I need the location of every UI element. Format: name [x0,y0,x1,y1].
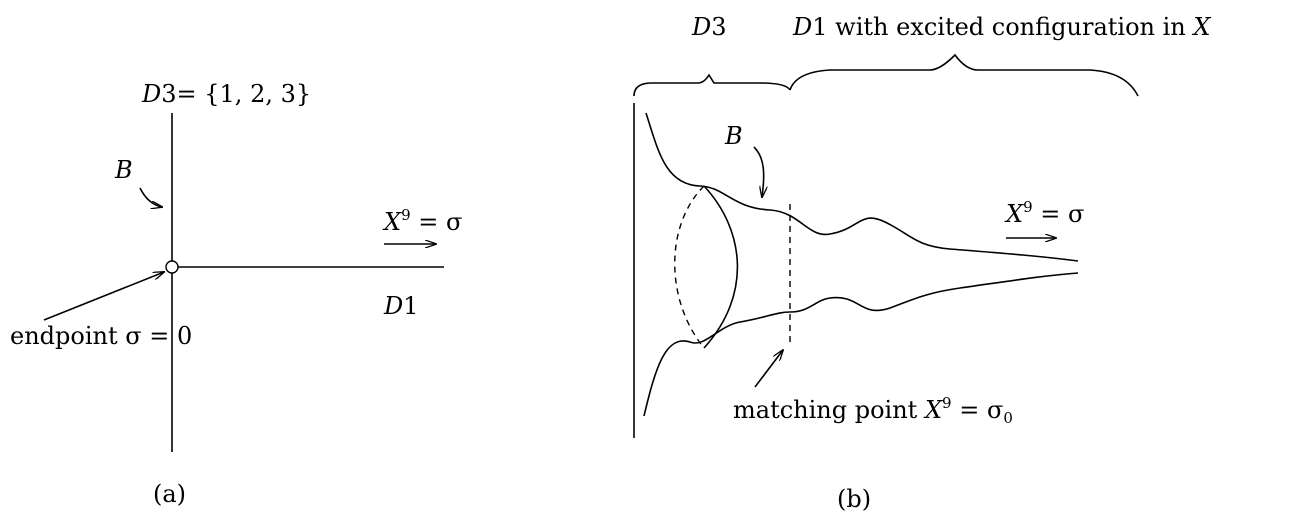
d3-brane-label: D3= {1, 2, 3} [142,80,312,108]
caption-b: (b) [837,485,872,513]
tube-cross-section-front [703,185,739,349]
d1-brace [789,53,1139,97]
d1-excited-label: D1 with excited configuration in X [793,13,1211,41]
d1-brane-label: D1 [384,292,419,320]
matching-point-label: matching point X9 = σ0 [733,394,1013,427]
endpoint-circle [165,260,179,274]
tube-cross-section-back [674,185,705,349]
boundary-label-a: B [115,156,133,184]
d3-brace [633,73,791,97]
tube-upper-curve [645,112,1079,262]
x9-sigma-label-b: X9 = σ [1006,198,1085,228]
b-pointer-arrow-a [139,187,162,207]
caption-a: (a) [153,480,187,508]
tube-lower-curve [643,272,1079,417]
x9-sigma-label-a: X9 = σ [384,206,463,236]
endpoint-label: endpoint σ = 0 [10,322,193,350]
endpoint-pointer-arrow [43,272,164,321]
boundary-label-b: B [725,122,743,150]
b-pointer-arrow-b [753,146,764,197]
d3-label-b: D3 [692,13,727,41]
matching-pointer-arrow [754,350,783,388]
